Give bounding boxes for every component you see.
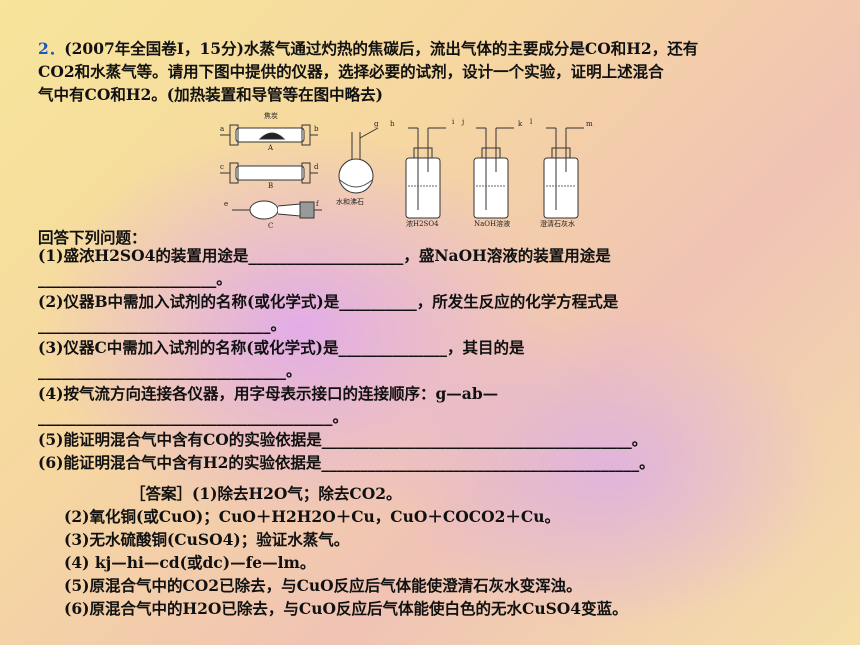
sub-question-2: (2)仪器B中需加入试剂的名称(或化学式)是__________，所发生反应的化… <box>38 292 619 311</box>
sub-question-5: (5)能证明混合气中含有CO的实验依据是____________________… <box>38 430 648 449</box>
reagent-label-limewater: 澄清石灰水 <box>540 219 575 228</box>
bottle-limewater <box>543 157 579 219</box>
port-label-l: l <box>530 118 533 126</box>
port-label-c: c <box>220 163 224 171</box>
question-intro-1: (2007年全国卷I，15分)水蒸气通过灼热的焦碳后，流出气体的主要成分是CO和… <box>64 39 699 58</box>
port-label-d: d <box>314 163 319 171</box>
answer-line-4: (4) kj—hi—cd(或dc)—fe—lm。 <box>64 553 316 572</box>
tube-c-stopper <box>299 201 315 219</box>
port-label-h: h <box>390 120 395 128</box>
sub-question-3-cont: ________________________________。 <box>38 361 302 380</box>
port-label-m: m <box>586 120 593 128</box>
bottle-h2so4 <box>405 157 441 219</box>
answer-line-3: (3)无水硫酸铜(CuSO4)；验证水蒸气。 <box>64 530 350 549</box>
answer-line-2: (2)氧化铜(或CuO)；CuO＋H2H2O＋Cu，CuO＋COCO2＋Cu。 <box>64 507 560 526</box>
port-label-a: a <box>220 125 224 133</box>
sub-question-2-cont: ______________________________。 <box>38 315 287 334</box>
sub-question-4-cont: ______________________________________。 <box>38 407 349 426</box>
sub-question-4: (4)按气流方向连接各仪器，用字母表示接口的连接顺序：g—ab— <box>38 384 499 403</box>
apparatus-diagram: a b c d e f g h i j k l m A B C 焦炭 水和沸石 … <box>220 112 593 230</box>
port-label-j: j <box>461 118 464 126</box>
port-label-e: e <box>224 200 228 208</box>
apparatus-label-b: B <box>268 182 273 190</box>
port-label-f: f <box>316 200 320 208</box>
question-number: 2． <box>38 39 65 58</box>
apparatus-label-c: C <box>268 222 273 230</box>
round-flask <box>338 158 374 194</box>
answer-line-6: (6)原混合气中的H2O已除去，与CuO反应后气体能使白色的无水CuSO4变蓝。 <box>64 599 628 618</box>
tube-b <box>235 165 305 181</box>
reagent-label-water: 水和沸石 <box>336 197 364 206</box>
bottle-naoh <box>473 157 509 219</box>
sub-question-1: (1)盛浓H2SO4的装置用途是____________________，盛Na… <box>38 246 611 265</box>
sub-question-6: (6)能证明混合气中含有H2的实验依据是____________________… <box>38 453 655 472</box>
apparatus-label-a: A <box>267 144 274 152</box>
answer-heading: ［答案］(1)除去H2O气；除去CO2。 <box>130 484 402 503</box>
sub-question-1-cont: _______________________。 <box>38 269 232 288</box>
tube-c-bulb <box>249 200 279 220</box>
sub-question-3: (3)仪器C中需加入试剂的名称(或化学式)是______________，其目的… <box>38 338 525 357</box>
reagent-label-naoh: NaOH溶液 <box>474 219 510 228</box>
question-intro-3: 气中有CO和H2。(加热装置和导管等在图中略去) <box>38 85 383 104</box>
port-label-b: b <box>314 125 319 133</box>
reagent-label-h2so4: 浓H2SO4 <box>406 219 439 228</box>
port-label-k: k <box>518 120 523 128</box>
port-label-i: i <box>452 118 455 126</box>
flask-water <box>339 179 373 188</box>
question-line-1: 2．(2007年全国卷I，15分)水蒸气通过灼热的焦碳后，流出气体的主要成分是C… <box>38 39 698 59</box>
question-intro-2: CO2和水蒸气等。请用下图中提供的仪器，选择必要的试剂，设计一个实验，证明上述混… <box>38 62 664 81</box>
port-label-g: g <box>374 120 379 128</box>
coke-pile <box>258 132 286 140</box>
reagent-label-coke: 焦炭 <box>264 112 278 120</box>
answer-line-5: (5)原混合气中的CO2已除去，与CuO反应后气体能使澄清石灰水变浑浊。 <box>64 576 582 595</box>
prompt-text: 回答下列问题： <box>38 228 147 247</box>
